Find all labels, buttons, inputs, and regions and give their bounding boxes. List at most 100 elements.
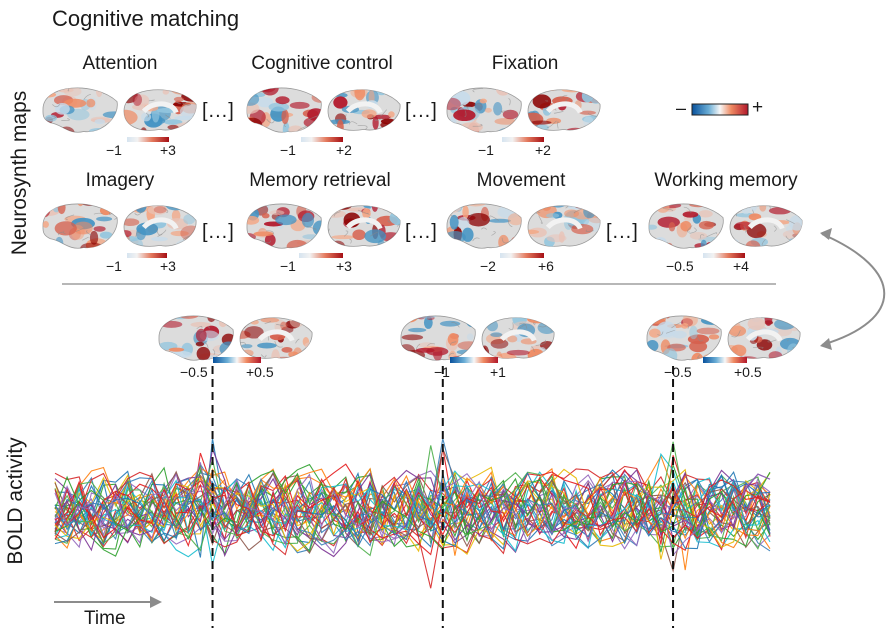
bold-series-line — [54, 470, 771, 545]
bold-series-line — [54, 467, 771, 550]
map-label-imagery: Imagery — [85, 170, 155, 191]
bold-series-line — [54, 463, 771, 556]
bold-series-line — [54, 468, 771, 560]
tick-movement-max: +6 — [538, 258, 554, 274]
brain-pair-graphic — [42, 87, 197, 133]
bold-series-line — [54, 470, 771, 544]
bold-series-line — [54, 452, 771, 553]
bold-series-line — [54, 463, 771, 554]
bold-series-line — [54, 472, 771, 552]
tick-fixation-min: −1 — [478, 142, 494, 158]
tick-memory-retrieval-min: −1 — [280, 258, 296, 274]
bold-series-line — [54, 446, 771, 554]
map-label-movement: Movement — [476, 170, 566, 191]
brain-pair-cognitive-control — [246, 82, 406, 138]
bold-series-line — [54, 463, 771, 550]
arrowhead-bottom — [820, 338, 832, 350]
bold-series-line — [54, 472, 771, 574]
tick-bold-1-max: +0.5 — [246, 364, 274, 380]
tick-attention-max: +3 — [160, 142, 176, 158]
tick-working-memory-max: +4 — [733, 258, 749, 274]
bold-series-line — [54, 447, 771, 552]
bold-series-line — [54, 438, 771, 558]
legend-plus: + — [752, 97, 764, 118]
bold-series-line — [54, 466, 771, 553]
tick-bold-1-min: −0.5 — [180, 364, 208, 380]
tick-bold-2-min: −1 — [434, 364, 450, 380]
bold-series-line — [54, 463, 771, 557]
map-label-fixation: Fixation — [491, 53, 559, 74]
legend-minus: – — [676, 98, 687, 118]
bold-series-line — [54, 441, 771, 557]
tick-bold-3-min: −0.5 — [664, 364, 692, 380]
brain-pair-graphic — [246, 203, 401, 249]
time-arrowhead — [150, 596, 162, 608]
ellipsis-r1-b: [...] — [405, 100, 438, 122]
tick-bold-3-max: +0.5 — [734, 364, 762, 380]
map-label-attention: Attention — [82, 53, 158, 74]
tick-fixation-max: +2 — [535, 142, 551, 158]
ellipsis-r2-a: [...] — [202, 221, 235, 243]
bold-series-line — [54, 470, 771, 548]
bold-series-line — [54, 470, 771, 565]
bold-series-line — [54, 438, 771, 547]
brain-pair-bold-2 — [400, 310, 560, 366]
brain-pair-graphic — [648, 203, 803, 249]
brain-pair-fixation — [446, 82, 606, 138]
bold-series-line — [54, 471, 771, 589]
map-label-working-memory: Working memory — [654, 170, 798, 191]
brain-pair-attention — [42, 82, 202, 138]
bold-series-line — [54, 479, 771, 555]
tick-memory-retrieval-max: +3 — [336, 258, 352, 274]
bold-series-line — [54, 473, 771, 548]
brain-pair-movement — [446, 198, 606, 254]
map-label-cognitive-control: Cognitive control — [251, 53, 393, 74]
brain-pair-graphic — [400, 315, 555, 361]
brain-pair-imagery — [42, 198, 202, 254]
legend-colorbar — [691, 103, 749, 116]
brain-pair-graphic — [646, 315, 801, 361]
bold-series-line — [54, 477, 771, 549]
curved-double-arrow — [821, 233, 886, 346]
bold-series-line — [54, 466, 771, 551]
tick-cognitive-control-min: −1 — [280, 142, 296, 158]
brain-pair-graphic — [42, 203, 197, 249]
bold-series-line — [54, 468, 771, 554]
tick-cognitive-control-max: +2 — [336, 142, 352, 158]
brain-pair-memory-retrieval — [246, 198, 406, 254]
bold-series-line — [54, 473, 771, 547]
tick-working-memory-min: −0.5 — [666, 258, 694, 274]
bold-series-line — [54, 476, 771, 558]
brain-pair-graphic — [446, 203, 601, 249]
bold-series-line — [54, 454, 771, 571]
map-label-memory-retrieval: Memory retrieval — [249, 170, 391, 191]
bold-series-line — [54, 466, 771, 556]
bold-series-line — [54, 471, 771, 552]
bold-series-line — [54, 472, 771, 555]
tick-attention-min: −1 — [106, 142, 122, 158]
bold-series-line — [54, 465, 771, 547]
bold-series-line — [54, 471, 771, 555]
ellipsis-r2-b: [...] — [405, 221, 438, 243]
brain-pair-graphic — [246, 87, 401, 133]
brain-pair-bold-3 — [646, 310, 806, 366]
bold-series-line — [54, 469, 771, 554]
neurosynth-maps-label: Neurosynth maps — [8, 90, 31, 256]
brain-pair-graphic — [158, 315, 313, 361]
tick-imagery-min: −1 — [106, 258, 122, 274]
ellipsis-r1-a: [...] — [202, 100, 235, 122]
brain-pair-bold-1 — [158, 310, 318, 366]
bold-series-line — [54, 462, 771, 557]
tick-movement-min: −2 — [480, 258, 496, 274]
brain-pair-working-memory — [648, 198, 808, 254]
bold-series-line — [54, 471, 771, 549]
arrowhead-top — [820, 228, 832, 240]
bold-activity-label: BOLD activity — [4, 437, 27, 565]
brain-pair-graphic — [446, 87, 601, 133]
figure-title: Cognitive matching — [52, 6, 240, 31]
bold-series-line — [54, 448, 771, 545]
time-label: Time — [84, 608, 126, 629]
tick-imagery-max: +3 — [160, 258, 176, 274]
bold-series-line — [54, 467, 771, 544]
bold-series-line — [54, 477, 771, 558]
